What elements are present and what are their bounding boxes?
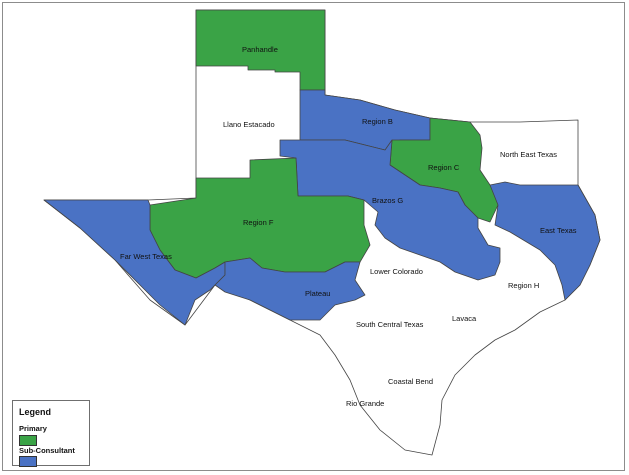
- label-east-texas: East Texas: [540, 226, 577, 235]
- label-region-b: Region B: [362, 117, 393, 126]
- label-region-f: Region F: [243, 218, 274, 227]
- legend-swatch-sub-consultant: [19, 456, 37, 467]
- legend-label-sub-consultant: Sub-Consultant: [19, 446, 75, 455]
- region-plateau[interactable]: [214, 257, 366, 321]
- legend-swatch-primary: [19, 435, 37, 446]
- label-far-west-texas: Far West Texas: [120, 252, 172, 261]
- label-region-h: Region H: [508, 281, 539, 290]
- legend-label-primary: Primary: [19, 424, 47, 433]
- label-coastal-bend: Coastal Bend: [388, 377, 433, 386]
- region-panhandle[interactable]: [195, 9, 326, 91]
- label-lavaca: Lavaca: [452, 314, 477, 323]
- legend-title: Legend: [19, 407, 52, 417]
- legend-box: Legend Primary Sub-Consultant: [12, 400, 90, 467]
- label-rio-grande: Rio Grande: [346, 399, 384, 408]
- label-llano-estacado: Llano Estacado: [223, 120, 275, 129]
- region-east-texas[interactable]: [489, 181, 601, 301]
- label-lower-colorado: Lower Colorado: [370, 267, 423, 276]
- label-north-east-texas: North East Texas: [500, 150, 557, 159]
- label-south-central-texas: South Central Texas: [356, 320, 424, 329]
- label-region-c: Region C: [428, 163, 460, 172]
- label-panhandle: Panhandle: [242, 45, 278, 54]
- label-brazos-g: Brazos G: [372, 196, 403, 205]
- label-plateau: Plateau: [305, 289, 330, 298]
